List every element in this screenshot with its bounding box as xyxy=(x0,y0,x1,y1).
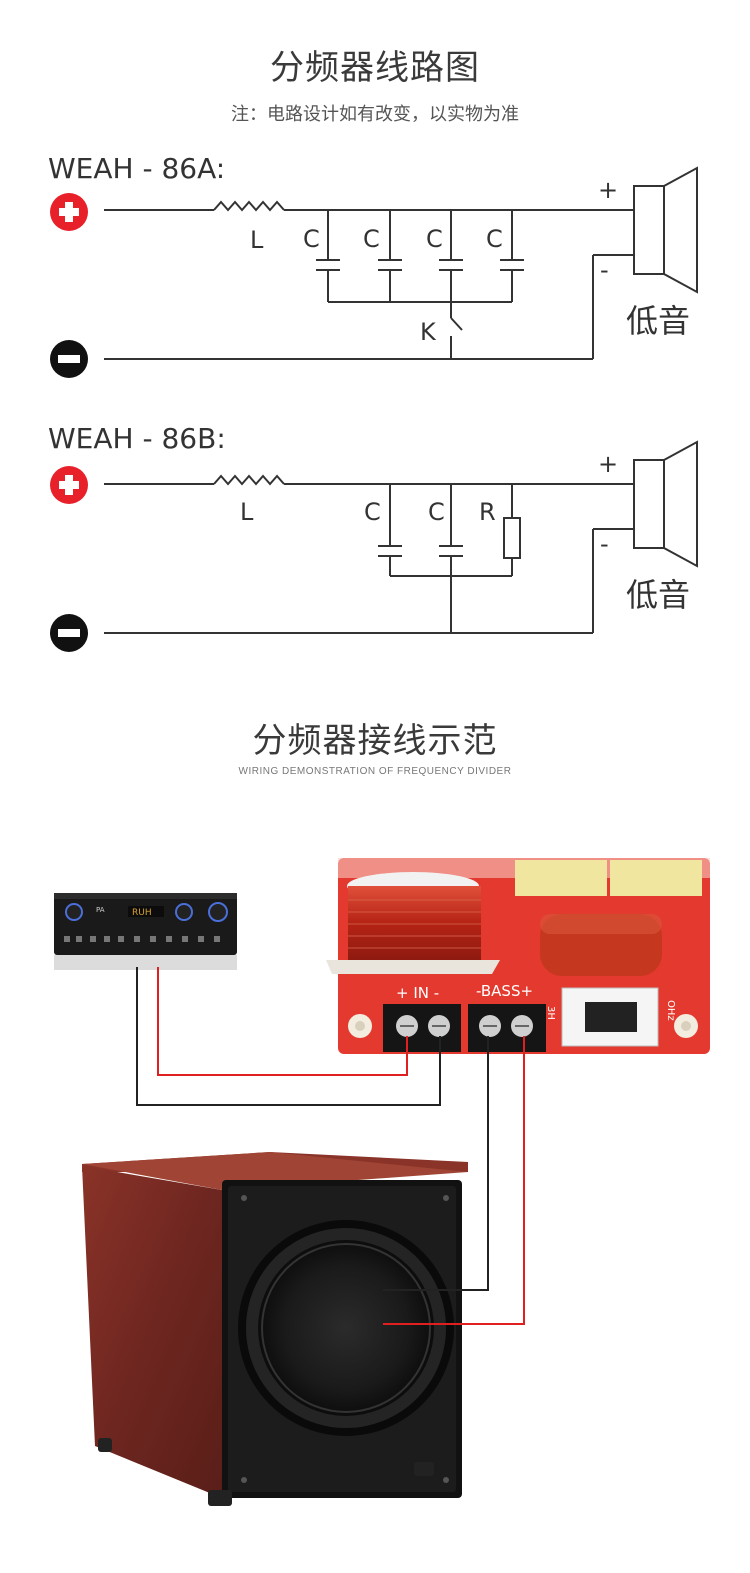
wiring-subtitle: WIRING DEMONSTRATION OF FREQUENCY DIVIDE… xyxy=(238,766,512,777)
board-side-label-right: OHz xyxy=(665,1000,676,1021)
capacitor-label: C xyxy=(426,225,443,253)
plus-terminal-icon xyxy=(50,466,88,504)
switch-label: K xyxy=(420,318,437,346)
plus-terminal-icon xyxy=(50,193,88,231)
inductor-symbol xyxy=(213,474,285,486)
resistor-symbol xyxy=(503,484,521,576)
inductor-symbol xyxy=(213,200,285,212)
model-label-86b: WEAH - 86B: xyxy=(48,422,226,455)
woofer-speaker-icon xyxy=(633,440,698,568)
inductor-label: L xyxy=(240,498,254,526)
screw-terminal-icon xyxy=(511,1015,533,1037)
board-bass-label: -BASS+ xyxy=(476,982,533,1000)
amplifier-image: RUH PA xyxy=(54,893,237,970)
capacitor-symbol xyxy=(439,210,463,302)
capacitor-symbol xyxy=(378,484,402,576)
circuit-diagram-86a: WEAH - 86A: xyxy=(48,152,698,378)
capacitor-label: C xyxy=(363,225,380,253)
capacitor-symbol xyxy=(316,210,340,302)
switch-symbol xyxy=(450,302,463,359)
capacitor-label: C xyxy=(486,225,503,253)
screw-terminal-icon xyxy=(396,1015,418,1037)
capacitor-symbol xyxy=(500,210,524,302)
capacitor-label: C xyxy=(364,498,381,526)
speaker-minus-label: - xyxy=(600,256,609,284)
capacitor-label: C xyxy=(428,498,445,526)
black-wire xyxy=(136,967,441,1106)
capacitor-symbol xyxy=(378,210,402,302)
woofer-speaker-icon xyxy=(633,166,698,294)
speaker-label: 低音 xyxy=(626,302,690,340)
minus-terminal-icon xyxy=(50,614,88,652)
speaker-plus-label: + xyxy=(598,450,618,478)
amplifier-display: RUH xyxy=(132,908,152,918)
speaker-label: 低音 xyxy=(626,576,690,614)
screw-terminal-icon xyxy=(428,1015,450,1037)
design-note: 注：电路设计如有改变，以实物为准 xyxy=(231,104,519,125)
speaker-plus-label: + xyxy=(598,176,618,204)
board-in-label: + IN - xyxy=(396,984,439,1002)
screw-terminal-icon xyxy=(479,1015,501,1037)
black-wire xyxy=(383,1036,489,1291)
page-title: 分频器线路图 xyxy=(270,48,480,88)
board-side-label: 3H xyxy=(545,1006,556,1020)
amplifier-brand: PA xyxy=(96,906,105,914)
capacitor-label: C xyxy=(303,225,320,253)
wires xyxy=(136,967,525,1325)
capacitor-symbol xyxy=(439,484,463,576)
minus-terminal-icon xyxy=(50,340,88,378)
model-label-86a: WEAH - 86A: xyxy=(48,152,225,185)
red-wire xyxy=(157,967,408,1076)
inductor-label: L xyxy=(250,226,264,254)
circuit-diagram-86b: WEAH - 86B: L C xyxy=(48,422,698,652)
speaker-minus-label: - xyxy=(600,530,609,558)
subwoofer-image xyxy=(82,1152,468,1506)
resistor-label: R xyxy=(479,498,496,526)
red-wire xyxy=(383,1036,525,1325)
wiring-illustration: RUH PA 3H OHz xyxy=(54,858,710,1506)
wiring-title: 分频器接线示范 xyxy=(252,721,498,761)
crossover-board-image: 3H OHz + IN - -BASS+ xyxy=(326,858,710,1054)
